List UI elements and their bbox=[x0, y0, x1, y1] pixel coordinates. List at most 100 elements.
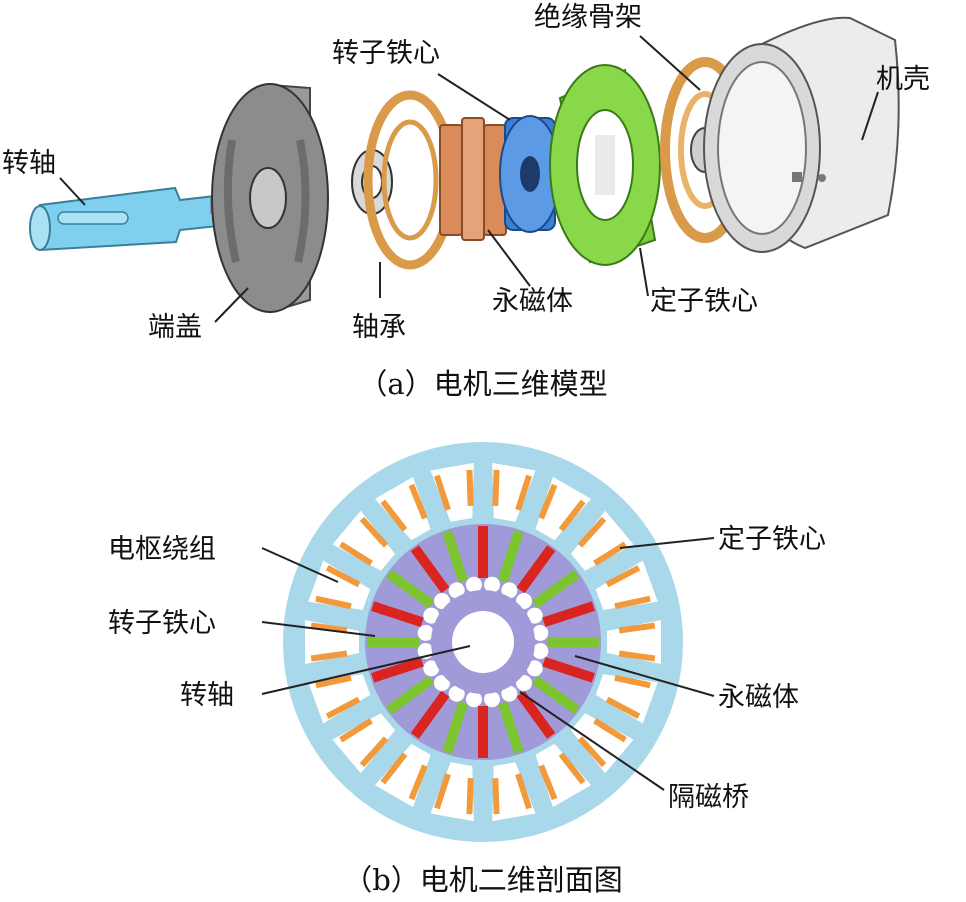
magnet-bar bbox=[386, 569, 435, 609]
permanent-magnets bbox=[367, 526, 599, 758]
coil-side bbox=[339, 541, 373, 566]
coil-side bbox=[605, 696, 641, 719]
stator-slot bbox=[492, 462, 536, 522]
flux-bridge bbox=[433, 675, 450, 692]
magnet-bar bbox=[442, 530, 468, 583]
flux-bridge bbox=[516, 675, 533, 692]
coil-side bbox=[593, 541, 627, 566]
winding-pair bbox=[538, 483, 586, 532]
coil-side bbox=[315, 595, 352, 610]
coil-side bbox=[614, 674, 651, 689]
flux-bridges bbox=[417, 576, 549, 708]
stator-slot bbox=[332, 713, 396, 774]
permanent-magnet-part bbox=[439, 117, 507, 241]
magnet-bar bbox=[442, 701, 468, 754]
slot-opening bbox=[570, 510, 634, 571]
label-insulation-frame: 绝缘骨架 bbox=[534, 2, 642, 33]
magnet-bar bbox=[371, 601, 424, 627]
slot-opening bbox=[430, 462, 474, 522]
winding-pair bbox=[577, 718, 627, 768]
coil-side bbox=[339, 718, 373, 743]
bridge-hole bbox=[417, 624, 434, 641]
coil-side bbox=[605, 565, 641, 588]
end-cover-part bbox=[211, 83, 329, 314]
coil-side bbox=[315, 674, 352, 689]
coil-side bbox=[515, 474, 532, 511]
flux-bridge bbox=[532, 624, 549, 641]
coil-side bbox=[538, 764, 558, 801]
label-permanent-magnet-3d: 永磁体 bbox=[492, 286, 573, 317]
coil-side bbox=[577, 516, 607, 548]
flux-bridge bbox=[532, 643, 549, 660]
bridge-hole bbox=[465, 691, 482, 708]
flux-bridge bbox=[484, 576, 501, 593]
bridge-hole bbox=[516, 592, 533, 609]
cross-section bbox=[283, 442, 683, 842]
permanent-magnet bbox=[498, 701, 524, 754]
coil-side bbox=[558, 499, 586, 532]
bridge-hole bbox=[532, 624, 549, 641]
coil-side bbox=[538, 483, 558, 520]
coil-side bbox=[325, 565, 361, 588]
stator-slot bbox=[492, 762, 536, 822]
coil-side bbox=[380, 752, 408, 785]
permanent-magnet bbox=[531, 569, 580, 609]
winding-pair bbox=[618, 622, 656, 662]
magnet-bar bbox=[478, 526, 488, 578]
slot-opening bbox=[492, 762, 536, 822]
flux-bridge bbox=[465, 691, 482, 708]
winding-pair bbox=[434, 773, 474, 815]
housing-part bbox=[703, 16, 900, 253]
stator-slot bbox=[430, 762, 474, 822]
magnet-bar bbox=[371, 657, 424, 683]
magnet-bar bbox=[410, 545, 450, 594]
label-housing: 机壳 bbox=[876, 64, 930, 95]
permanent-magnet bbox=[498, 530, 524, 583]
shaft-bore bbox=[452, 611, 514, 673]
magnet-bar bbox=[516, 690, 556, 739]
section-leader-lines bbox=[261, 537, 715, 791]
rotor-core-part bbox=[499, 115, 561, 233]
permanent-magnet bbox=[516, 545, 556, 594]
permanent-magnet bbox=[410, 690, 450, 739]
bridge-hole bbox=[526, 607, 543, 624]
stator-slot bbox=[570, 713, 634, 774]
permanent-magnet bbox=[410, 545, 450, 594]
flux-bridge bbox=[484, 691, 501, 708]
bridge-hole bbox=[448, 685, 465, 702]
coil-side bbox=[492, 469, 500, 507]
winding-pair bbox=[605, 674, 651, 719]
flux-bridge bbox=[465, 576, 482, 593]
permanent-magnet bbox=[442, 701, 468, 754]
flux-bridge bbox=[516, 592, 533, 609]
coil-side bbox=[434, 773, 451, 810]
winding-pair bbox=[434, 469, 474, 511]
stator-slot bbox=[570, 510, 634, 571]
permanent-magnet bbox=[442, 530, 468, 583]
permanent-magnet bbox=[478, 706, 488, 758]
permanent-magnet bbox=[516, 690, 556, 739]
coil-side bbox=[466, 469, 474, 507]
coil-side bbox=[466, 777, 474, 815]
coil-side bbox=[618, 622, 656, 634]
coil-side bbox=[434, 474, 451, 511]
slot-opening bbox=[430, 762, 474, 822]
3d-leader-lines bbox=[59, 35, 879, 323]
magnet-bar bbox=[542, 601, 595, 627]
winding-pair bbox=[380, 752, 428, 801]
slot-opening bbox=[492, 462, 536, 522]
label-bearing: 轴承 bbox=[352, 312, 406, 343]
bridge-hole bbox=[532, 643, 549, 660]
coil-side bbox=[492, 777, 500, 815]
permanent-magnet bbox=[531, 675, 580, 715]
coil-side bbox=[359, 736, 389, 768]
coil-side bbox=[618, 650, 656, 662]
caption-a: （a）电机三维模型 bbox=[358, 367, 607, 401]
winding-pair bbox=[380, 483, 428, 532]
coil-side bbox=[380, 499, 408, 532]
flux-bridge bbox=[448, 685, 465, 702]
winding-pair bbox=[315, 565, 361, 610]
flux-bridge bbox=[526, 660, 543, 677]
caption-b: （b）电机二维剖面图 bbox=[343, 863, 623, 897]
